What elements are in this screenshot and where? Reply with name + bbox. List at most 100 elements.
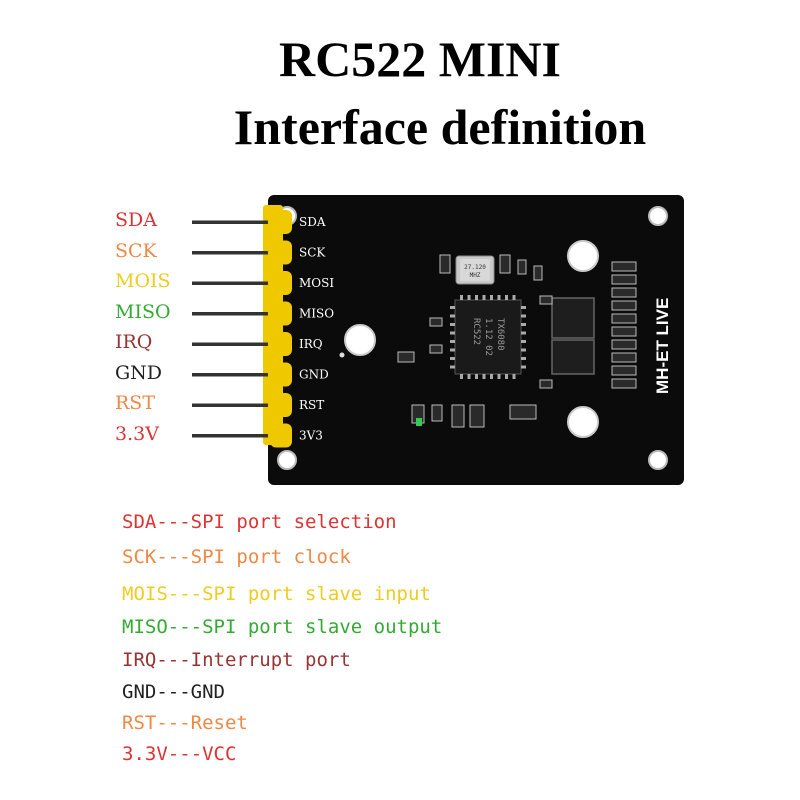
desc-3v3: 3.3V---VCC <box>122 743 237 765</box>
header-pin <box>192 403 268 407</box>
header-segment <box>270 301 292 326</box>
silk-label: 3V3 <box>299 429 323 443</box>
desc-irq: IRQ---Interrupt port <box>122 649 351 671</box>
chip-leg <box>450 331 455 335</box>
header-segment <box>270 271 292 295</box>
mounting-hole <box>277 450 297 470</box>
mounting-hole-large <box>567 240 599 272</box>
crystal-label-2: MHZ <box>470 272 481 279</box>
silk-label: MOSI <box>299 276 334 290</box>
chip-leg <box>521 314 526 318</box>
header-segment <box>270 423 292 448</box>
chip-leg <box>450 323 455 326</box>
chip-leg <box>450 306 455 309</box>
smd-part <box>611 313 637 324</box>
chip-leg <box>450 340 455 343</box>
header-segment <box>270 393 292 417</box>
chip-leg <box>521 306 526 309</box>
inductor <box>551 339 595 375</box>
pin-label-sda: SDA <box>115 209 157 231</box>
crystal-label-1: 27.120 <box>464 264 486 271</box>
title-line-1: RC522 MINI <box>279 31 561 87</box>
smd-part <box>611 352 637 363</box>
chip-leg <box>497 295 501 300</box>
header-segment <box>270 332 292 356</box>
chip-leg <box>521 365 526 369</box>
smd-part <box>611 274 637 285</box>
header-pin <box>192 312 268 316</box>
header-segment <box>270 240 292 265</box>
silk-label: RST <box>299 398 324 412</box>
chip-leg <box>497 374 501 379</box>
chip-leg <box>450 348 455 352</box>
pin-label-mosi: MOIS <box>115 270 171 292</box>
pin-label-sck: SCK <box>115 239 157 262</box>
pin-label-rst: RST <box>115 392 155 414</box>
smd-part <box>611 287 637 298</box>
chip-leg <box>521 323 526 326</box>
header-bumps <box>270 210 292 448</box>
silk-label: SCK <box>299 246 326 260</box>
silk-label: IRQ <box>299 337 323 351</box>
header-segment <box>270 362 292 387</box>
chip-leg <box>467 374 471 379</box>
header-pin <box>192 220 268 224</box>
smd-column <box>611 261 637 389</box>
smd-part <box>611 365 637 376</box>
chip-leg <box>521 340 526 343</box>
chip-leg <box>490 295 493 300</box>
smd-part <box>611 261 637 272</box>
pin-label-miso: MISO <box>115 300 171 323</box>
rc522-chip <box>454 299 522 375</box>
title-line-2: Interface definition <box>233 99 647 155</box>
smd-components <box>397 254 553 428</box>
mounting-hole <box>648 206 668 226</box>
smd-part <box>611 326 637 337</box>
smd-part <box>611 300 637 311</box>
chip-leg <box>460 374 463 379</box>
chip-leg <box>475 374 478 379</box>
header-pin <box>192 434 268 438</box>
chip-leg <box>475 295 478 300</box>
chip-label-2: 1.12 02 <box>483 318 493 356</box>
mounting-hole <box>648 450 668 470</box>
desc-mosi: MOIS---SPI port slave input <box>122 583 431 605</box>
chip-leg <box>521 331 526 335</box>
chip-leg <box>521 357 526 360</box>
desc-rst: RST---Reset <box>122 712 248 734</box>
silk-label: MISO <box>299 307 334 321</box>
chip-leg <box>512 295 516 300</box>
desc-miso: MISO---SPI port slave output <box>122 616 443 638</box>
chip-leg <box>467 295 471 300</box>
pin-label-gnd: GND <box>115 361 163 384</box>
smd-part <box>611 378 637 389</box>
chip-leg <box>512 374 516 379</box>
pin-label-irq: IRQ <box>115 331 153 353</box>
mounting-hole-large <box>344 324 376 356</box>
desc-sck: SCK---SPI port clock <box>122 546 351 568</box>
desc-gnd: GND---GND <box>122 681 225 703</box>
led <box>416 418 422 426</box>
chip-leg <box>450 314 455 318</box>
chip-label-1: RC522 <box>471 318 481 345</box>
header-pin <box>192 251 268 255</box>
chip-legs <box>450 295 526 379</box>
chip-leg <box>505 374 508 379</box>
chip-leg <box>450 357 455 360</box>
chip-leg <box>482 295 486 300</box>
crystal-top <box>460 259 490 281</box>
pin-label-3v3: 3.3V <box>115 422 159 445</box>
chip-label-3: TX6080 <box>495 318 505 351</box>
chip-leg <box>450 365 455 369</box>
chip-leg <box>490 374 493 379</box>
mounting-hole-large <box>567 406 599 438</box>
header-pin <box>192 342 268 346</box>
chip-leg <box>521 348 526 352</box>
chip-leg <box>505 295 508 300</box>
header-pin <box>192 373 268 377</box>
silk-label: SDA <box>299 215 326 229</box>
header-pin <box>192 281 268 285</box>
smd-part <box>611 339 637 350</box>
